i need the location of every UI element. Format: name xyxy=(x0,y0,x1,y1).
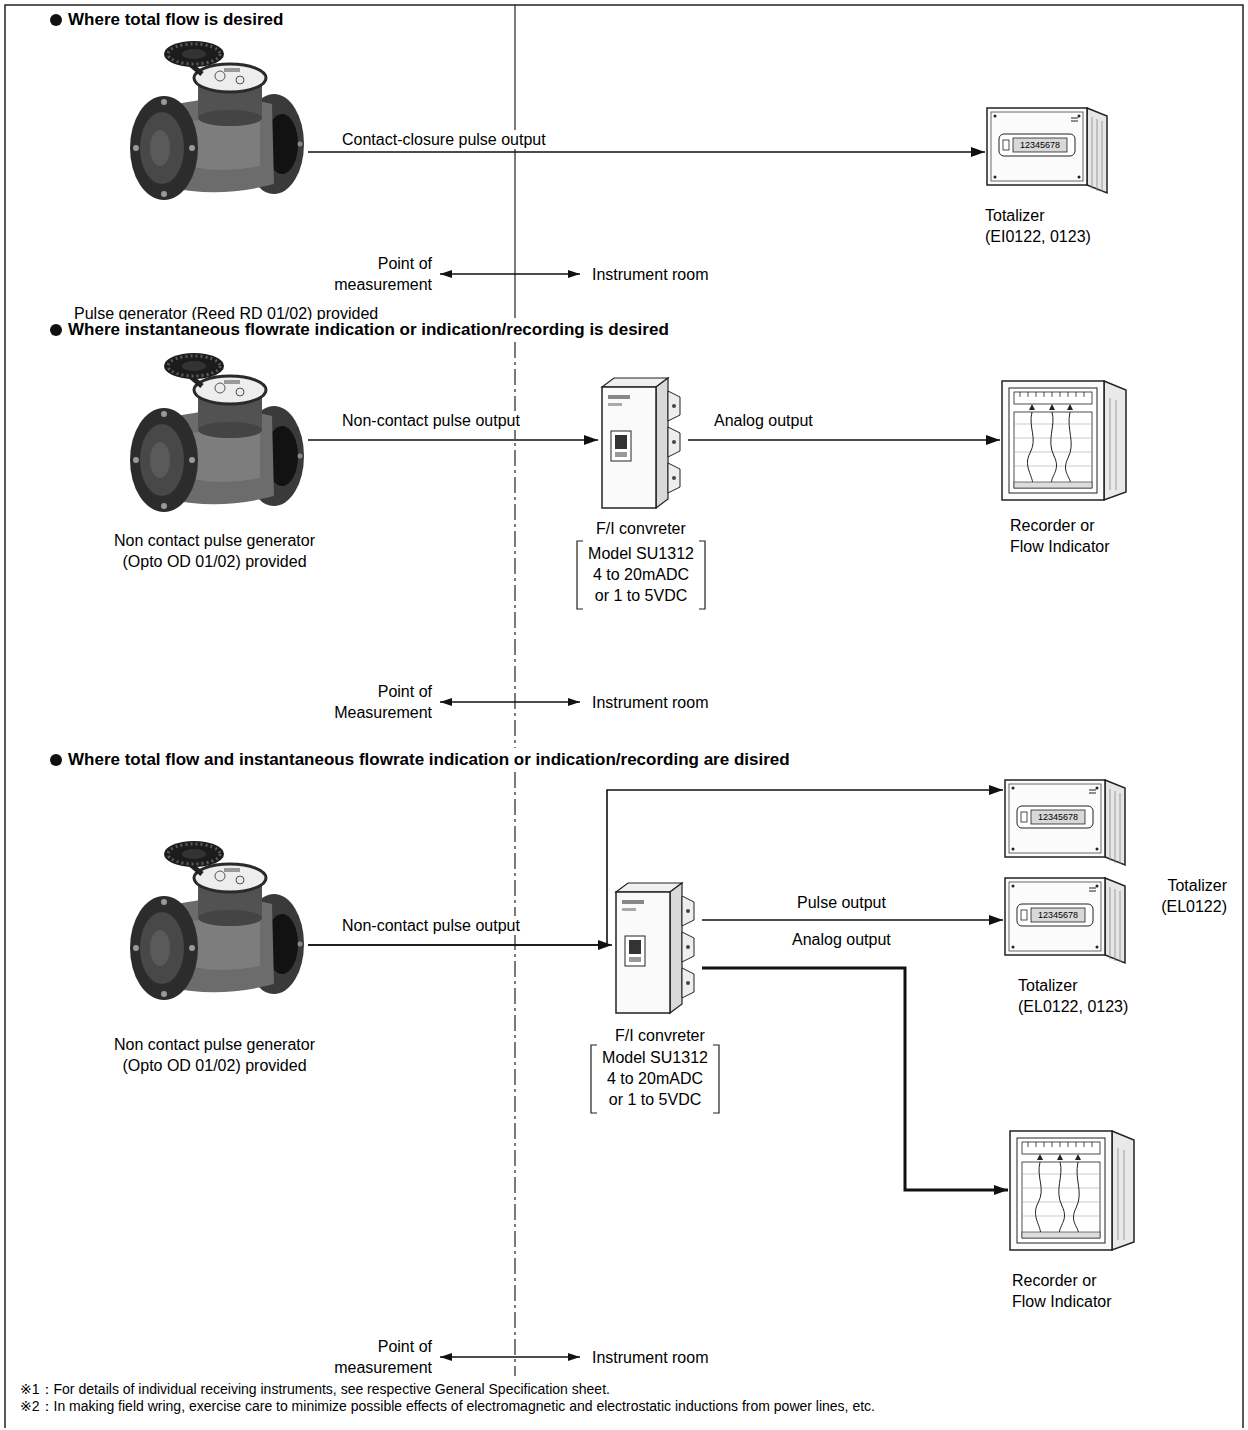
device-caption: Recorder or Flow Indicator xyxy=(1010,515,1128,557)
location-label: Point of Measurement xyxy=(322,681,432,723)
signal-arrow xyxy=(702,968,1008,1190)
device-caption: Recorder or Flow Indicator xyxy=(1012,1270,1130,1312)
totalizer-picture xyxy=(987,108,1107,193)
totalizer-illustration xyxy=(1003,875,1128,970)
spec-text: Model SU1312 4 to 20mADC or 1 to 5VDC xyxy=(599,1047,711,1110)
signal-arrow xyxy=(308,151,985,153)
double-arrow xyxy=(440,274,580,1357)
signal-label: Pulse output xyxy=(795,893,888,912)
bullet xyxy=(50,14,62,766)
fi-converter-picture xyxy=(616,883,694,1013)
footnote: ※1：For details of individual receiving i… xyxy=(20,1381,1248,1397)
recorder: Recorder or Flow Indicator xyxy=(1000,378,1130,503)
water-meter-illustration xyxy=(128,838,308,1003)
location-label: Instrument room xyxy=(592,264,708,285)
recorder-picture xyxy=(1002,381,1126,500)
totalizer-illustration xyxy=(1003,777,1128,872)
water-meter: Non contact pulse generator (Opto OD 01/… xyxy=(128,838,308,1003)
device-caption: Totalizer (EL0122) xyxy=(1135,875,1227,917)
water-meter-illustration xyxy=(128,350,308,515)
location-label: Instrument room xyxy=(592,692,708,713)
device-caption: Totalizer (EL0122, 0123) xyxy=(1018,975,1138,1017)
signal-label: Contact-closure pulse output xyxy=(340,130,548,149)
signal-arrow xyxy=(308,439,598,441)
device-caption: Non contact pulse generator (Opto OD 01/… xyxy=(102,530,327,572)
signal-arrow xyxy=(308,944,612,946)
device-caption: F/I convreter xyxy=(596,518,716,539)
water-meter-picture xyxy=(130,841,304,1000)
fi-converter-illustration xyxy=(598,375,688,510)
totalizer-illustration xyxy=(985,105,1110,200)
counter-digits: 12345678 xyxy=(1014,139,1066,151)
signal-arrow xyxy=(688,439,1000,441)
location-label: Instrument room xyxy=(592,1347,708,1368)
water-meter-picture xyxy=(130,41,304,200)
fi-converter-illustration xyxy=(612,880,702,1015)
signal-label: Non-contact pulse output xyxy=(340,916,522,935)
recorder-illustration xyxy=(1008,1128,1138,1253)
section-heading: Where instantaneous flowrate indication … xyxy=(65,320,672,340)
counter-digits: 12345678 xyxy=(1032,811,1084,823)
totalizer: Totalizer (EI0122, 0123) xyxy=(985,105,1110,200)
signal-label: Non-contact pulse output xyxy=(340,411,522,430)
water-meter-illustration xyxy=(128,38,308,203)
fi-converter-picture xyxy=(602,378,680,508)
location-label: Point of measurement xyxy=(322,1336,432,1378)
water-meter-picture xyxy=(130,353,304,512)
recorder: Recorder or Flow Indicator xyxy=(1008,1128,1138,1253)
fi-converter: F/I convreterModel SU1312 4 to 20mADC or… xyxy=(598,375,688,510)
signal-label: Analog output xyxy=(712,411,815,430)
location-label: Point of measurement xyxy=(322,253,432,295)
water-meter: Pulse generator (Reed RD 01/02) provided xyxy=(128,38,308,203)
divider-line xyxy=(514,5,515,1376)
recorder-picture xyxy=(1010,1131,1134,1250)
signal-label: Analog output xyxy=(790,930,893,949)
device-caption: F/I convreter xyxy=(615,1025,735,1046)
totalizer: Totalizer (EL0122, 0123) xyxy=(1003,875,1128,970)
device-caption: Non contact pulse generator (Opto OD 01/… xyxy=(102,1034,327,1076)
totalizer-picture xyxy=(1005,878,1125,963)
footnote: ※2：In making field wring, exercise care … xyxy=(20,1398,1248,1414)
counter-digits: 12345678 xyxy=(1032,909,1084,921)
water-meter: Non contact pulse generator (Opto OD 01/… xyxy=(128,350,308,515)
section-heading: Where total flow and instantaneous flowr… xyxy=(65,750,793,770)
totalizer: Totalizer (EL0122) xyxy=(1003,777,1128,872)
recorder-illustration xyxy=(1000,378,1130,503)
spec-text: Model SU1312 4 to 20mADC or 1 to 5VDC xyxy=(585,543,697,606)
signal-arrow xyxy=(702,919,1003,921)
device-caption: Totalizer (EI0122, 0123) xyxy=(985,205,1105,247)
section-heading: Where total flow is desired xyxy=(65,10,286,30)
fi-converter: F/I convreterModel SU1312 4 to 20mADC or… xyxy=(612,880,702,1015)
frame xyxy=(5,5,1243,1428)
totalizer-picture xyxy=(1005,780,1125,865)
